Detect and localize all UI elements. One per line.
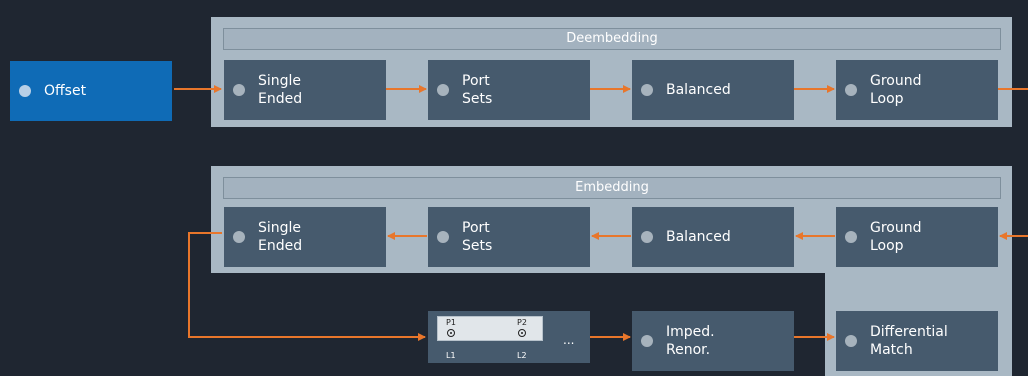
- block-label: Port Sets: [462, 220, 493, 254]
- block-label: Single Ended: [258, 220, 303, 254]
- block-label: Ground Loop: [870, 73, 922, 107]
- port-1-connector-icon: [447, 329, 455, 337]
- status-indicator-icon: [641, 335, 653, 347]
- block-label: Imped. Renor.: [666, 324, 715, 358]
- more-ports-ellipsis: ...: [563, 333, 575, 347]
- wire-embed-to-port-block: [188, 232, 426, 341]
- deembed-single-ended-block[interactable]: Single Ended: [224, 60, 386, 120]
- deembedding-title: Deembedding: [223, 28, 1001, 50]
- embed-port-sets-block[interactable]: Port Sets: [428, 207, 590, 267]
- block-label: Single Ended: [258, 73, 303, 107]
- embed-single-ended-block[interactable]: Single Ended: [224, 207, 386, 267]
- imped-renor-block[interactable]: Imped. Renor.: [632, 311, 794, 371]
- deembed-ground-loop-block[interactable]: Ground Loop: [836, 60, 998, 120]
- differential-match-block[interactable]: Differential Match: [836, 311, 998, 371]
- block-label: Balanced: [666, 229, 731, 245]
- port-1-label: P1: [446, 318, 456, 327]
- embed-balanced-block[interactable]: Balanced: [632, 207, 794, 267]
- status-indicator-icon: [641, 231, 653, 243]
- status-indicator-icon: [437, 231, 449, 243]
- port-configuration-block[interactable]: P1 P2 L1 L2 ...: [428, 311, 590, 363]
- status-indicator-icon: [845, 335, 857, 347]
- port-2-connector-icon: [518, 329, 526, 337]
- status-indicator-icon: [845, 231, 857, 243]
- offset-label: Offset: [44, 83, 87, 99]
- status-indicator-icon: [641, 84, 653, 96]
- line-1-label: L1: [446, 351, 456, 360]
- deembed-balanced-block[interactable]: Balanced: [632, 60, 794, 120]
- status-indicator-icon: [845, 84, 857, 96]
- embed-ground-loop-block[interactable]: Ground Loop: [836, 207, 998, 267]
- block-label: Port Sets: [462, 73, 493, 107]
- deembed-port-sets-block[interactable]: Port Sets: [428, 60, 590, 120]
- block-label: Differential Match: [870, 324, 948, 358]
- status-indicator-icon: [437, 84, 449, 96]
- port-2-label: P2: [517, 318, 527, 327]
- offset-block[interactable]: Offset: [10, 61, 172, 121]
- status-indicator-icon: [233, 231, 245, 243]
- status-indicator-icon: [19, 85, 31, 97]
- embedding-title: Embedding: [223, 177, 1001, 199]
- status-indicator-icon: [233, 84, 245, 96]
- block-label: Ground Loop: [870, 220, 922, 254]
- line-2-label: L2: [517, 351, 527, 360]
- block-label: Balanced: [666, 82, 731, 98]
- port-diagram: P1 P2: [437, 316, 543, 341]
